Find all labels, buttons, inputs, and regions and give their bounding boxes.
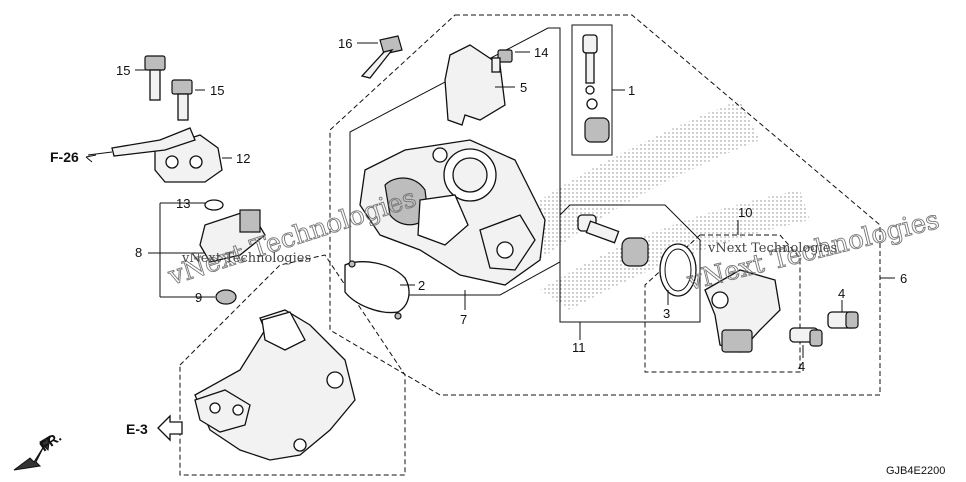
gasket-part-2 <box>344 261 410 314</box>
gasket-tab <box>348 260 356 268</box>
callout-15b: 15 <box>210 83 224 98</box>
callout-10: 10 <box>738 205 752 220</box>
bolt-part-15-b <box>171 79 193 121</box>
watermark-small-2: vNext Technologies <box>707 241 837 256</box>
front-arrow-icon <box>13 435 51 471</box>
intake-manifold <box>194 309 356 461</box>
valve-part-11 <box>577 214 649 267</box>
valve-part-10 <box>704 269 781 353</box>
throttle-body <box>359 139 546 286</box>
bolt-part-15-a <box>144 55 166 101</box>
o-ring-inner <box>664 248 692 292</box>
ref-e3: E-3 <box>126 421 148 437</box>
callout-2: 2 <box>418 278 425 293</box>
callout-13: 13 <box>176 196 190 211</box>
callout-9: 9 <box>195 290 202 305</box>
intake-pipe-outline <box>179 254 406 476</box>
assembly-6-outline <box>329 14 881 396</box>
callout-16: 16 <box>338 36 352 51</box>
diagram-code: GJB4E2200 <box>886 465 945 477</box>
bolt-part-14 <box>491 49 513 73</box>
callout-4b: 4 <box>798 359 805 374</box>
callout-8: 8 <box>135 245 142 260</box>
callout-6: 6 <box>900 271 907 286</box>
callout-15a: 15 <box>116 63 130 78</box>
screw-part-4-a <box>827 311 859 329</box>
bolt-part-16 <box>360 35 403 79</box>
arrow-left-icon <box>85 154 97 163</box>
injector-part-1 <box>582 34 610 143</box>
leader-lines <box>87 42 895 358</box>
callout-14: 14 <box>534 45 548 60</box>
arrow-outline-left-icon <box>157 414 183 442</box>
connector-part-12 <box>111 127 223 183</box>
callout-3: 3 <box>663 306 670 321</box>
sensor-part-8 <box>199 199 266 305</box>
bracket-1-outline <box>571 24 613 156</box>
ref-f26: F-26 <box>50 149 79 165</box>
callout-1: 1 <box>628 83 635 98</box>
cover-part-5 <box>444 44 506 126</box>
callout-7: 7 <box>460 312 467 327</box>
callouts: 1 2 3 4 4 5 6 7 8 9 10 11 12 13 14 15 15… <box>116 36 907 374</box>
callout-4a: 4 <box>838 286 845 301</box>
gasket-tab-2 <box>394 312 402 320</box>
callout-11: 11 <box>572 340 586 355</box>
callout-5: 5 <box>520 80 527 95</box>
assembly-11-outline <box>559 204 701 323</box>
assembly-10-outline <box>644 234 801 373</box>
watermark-small-1: vNext Technologies <box>181 251 311 266</box>
callout-12: 12 <box>236 151 250 166</box>
o-ring-part-3 <box>659 243 697 297</box>
screw-part-4-b <box>789 327 823 347</box>
